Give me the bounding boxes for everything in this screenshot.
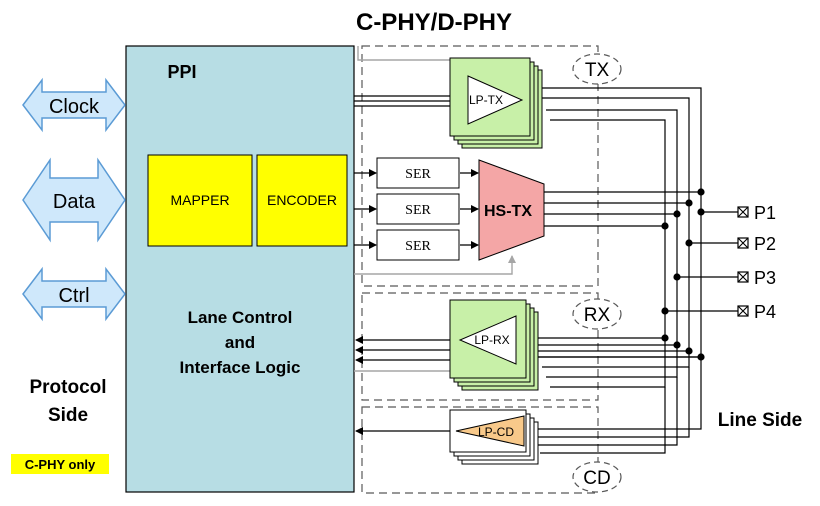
lp-tx-label: LP-TX [469, 93, 503, 107]
hs-tx-label: HS-TX [484, 203, 532, 220]
cd-label: CD [572, 461, 622, 493]
protocol-side-label-2: Side [48, 405, 88, 426]
diagram-title: C-PHY/D-PHY [356, 9, 512, 36]
rx-section [361, 292, 599, 401]
ppi-block [125, 45, 355, 493]
ctrl-arrow: Ctrl [22, 266, 126, 322]
svg-text:RX: RX [584, 305, 611, 326]
pin-p2: P2 [737, 234, 776, 254]
lp-cd-block: LP-CD [449, 409, 539, 465]
pin-p4-label: P4 [754, 302, 776, 322]
svg-text:SER: SER [405, 203, 431, 218]
junction-dots [661, 188, 705, 361]
cphy-only-label: C-PHY only [25, 457, 96, 472]
lp-rx-label: LP-RX [474, 333, 509, 347]
clock-label: Clock [49, 96, 100, 118]
clock-arrow: Clock [22, 77, 126, 133]
ser-block-3: SER [376, 229, 460, 261]
cphy-only-badge [11, 454, 109, 474]
encoder-to-ser-wires [354, 169, 516, 275]
data-label: Data [53, 191, 96, 213]
logic-label-2: and [225, 333, 255, 352]
svg-text:TX: TX [585, 60, 610, 81]
encoder-block [256, 154, 348, 247]
protocol-side-label-1: Protocol [29, 377, 106, 398]
encoder-label: ENCODER [267, 192, 337, 208]
tx-label: TX [572, 53, 622, 85]
line-side-wiring [524, 87, 738, 454]
svg-text:SER: SER [405, 167, 431, 182]
pin-p1-label: P1 [754, 203, 776, 223]
mapper-block [147, 154, 253, 247]
pin-p3-label: P3 [754, 268, 776, 288]
cd-section [361, 406, 599, 494]
data-arrow: Data [22, 157, 126, 243]
pin-p4: P4 [737, 302, 776, 322]
pin-p3: P3 [737, 268, 776, 288]
ppi-label: PPI [167, 62, 196, 82]
hs-tx-block: HS-TX [478, 159, 545, 261]
logic-label-1: Lane Control [188, 308, 293, 327]
svg-text:CD: CD [583, 468, 610, 489]
ctrl-label: Ctrl [58, 285, 89, 307]
lp-rx-block: LP-RX [449, 299, 539, 391]
ser-block-1: SER [376, 157, 460, 189]
lp-tx-block: LP-TX [449, 57, 543, 149]
line-side-label: Line Side [718, 410, 802, 431]
mapper-label: MAPPER [170, 192, 229, 208]
tx-section [361, 45, 599, 287]
logic-label-3: Interface Logic [180, 358, 301, 377]
ser-block-2: SER [376, 193, 460, 225]
rx-label: RX [572, 298, 622, 330]
lp-cd-label: LP-CD [478, 425, 514, 439]
svg-text:SER: SER [405, 239, 431, 254]
pin-p2-label: P2 [754, 234, 776, 254]
pin-p1: P1 [737, 203, 776, 223]
